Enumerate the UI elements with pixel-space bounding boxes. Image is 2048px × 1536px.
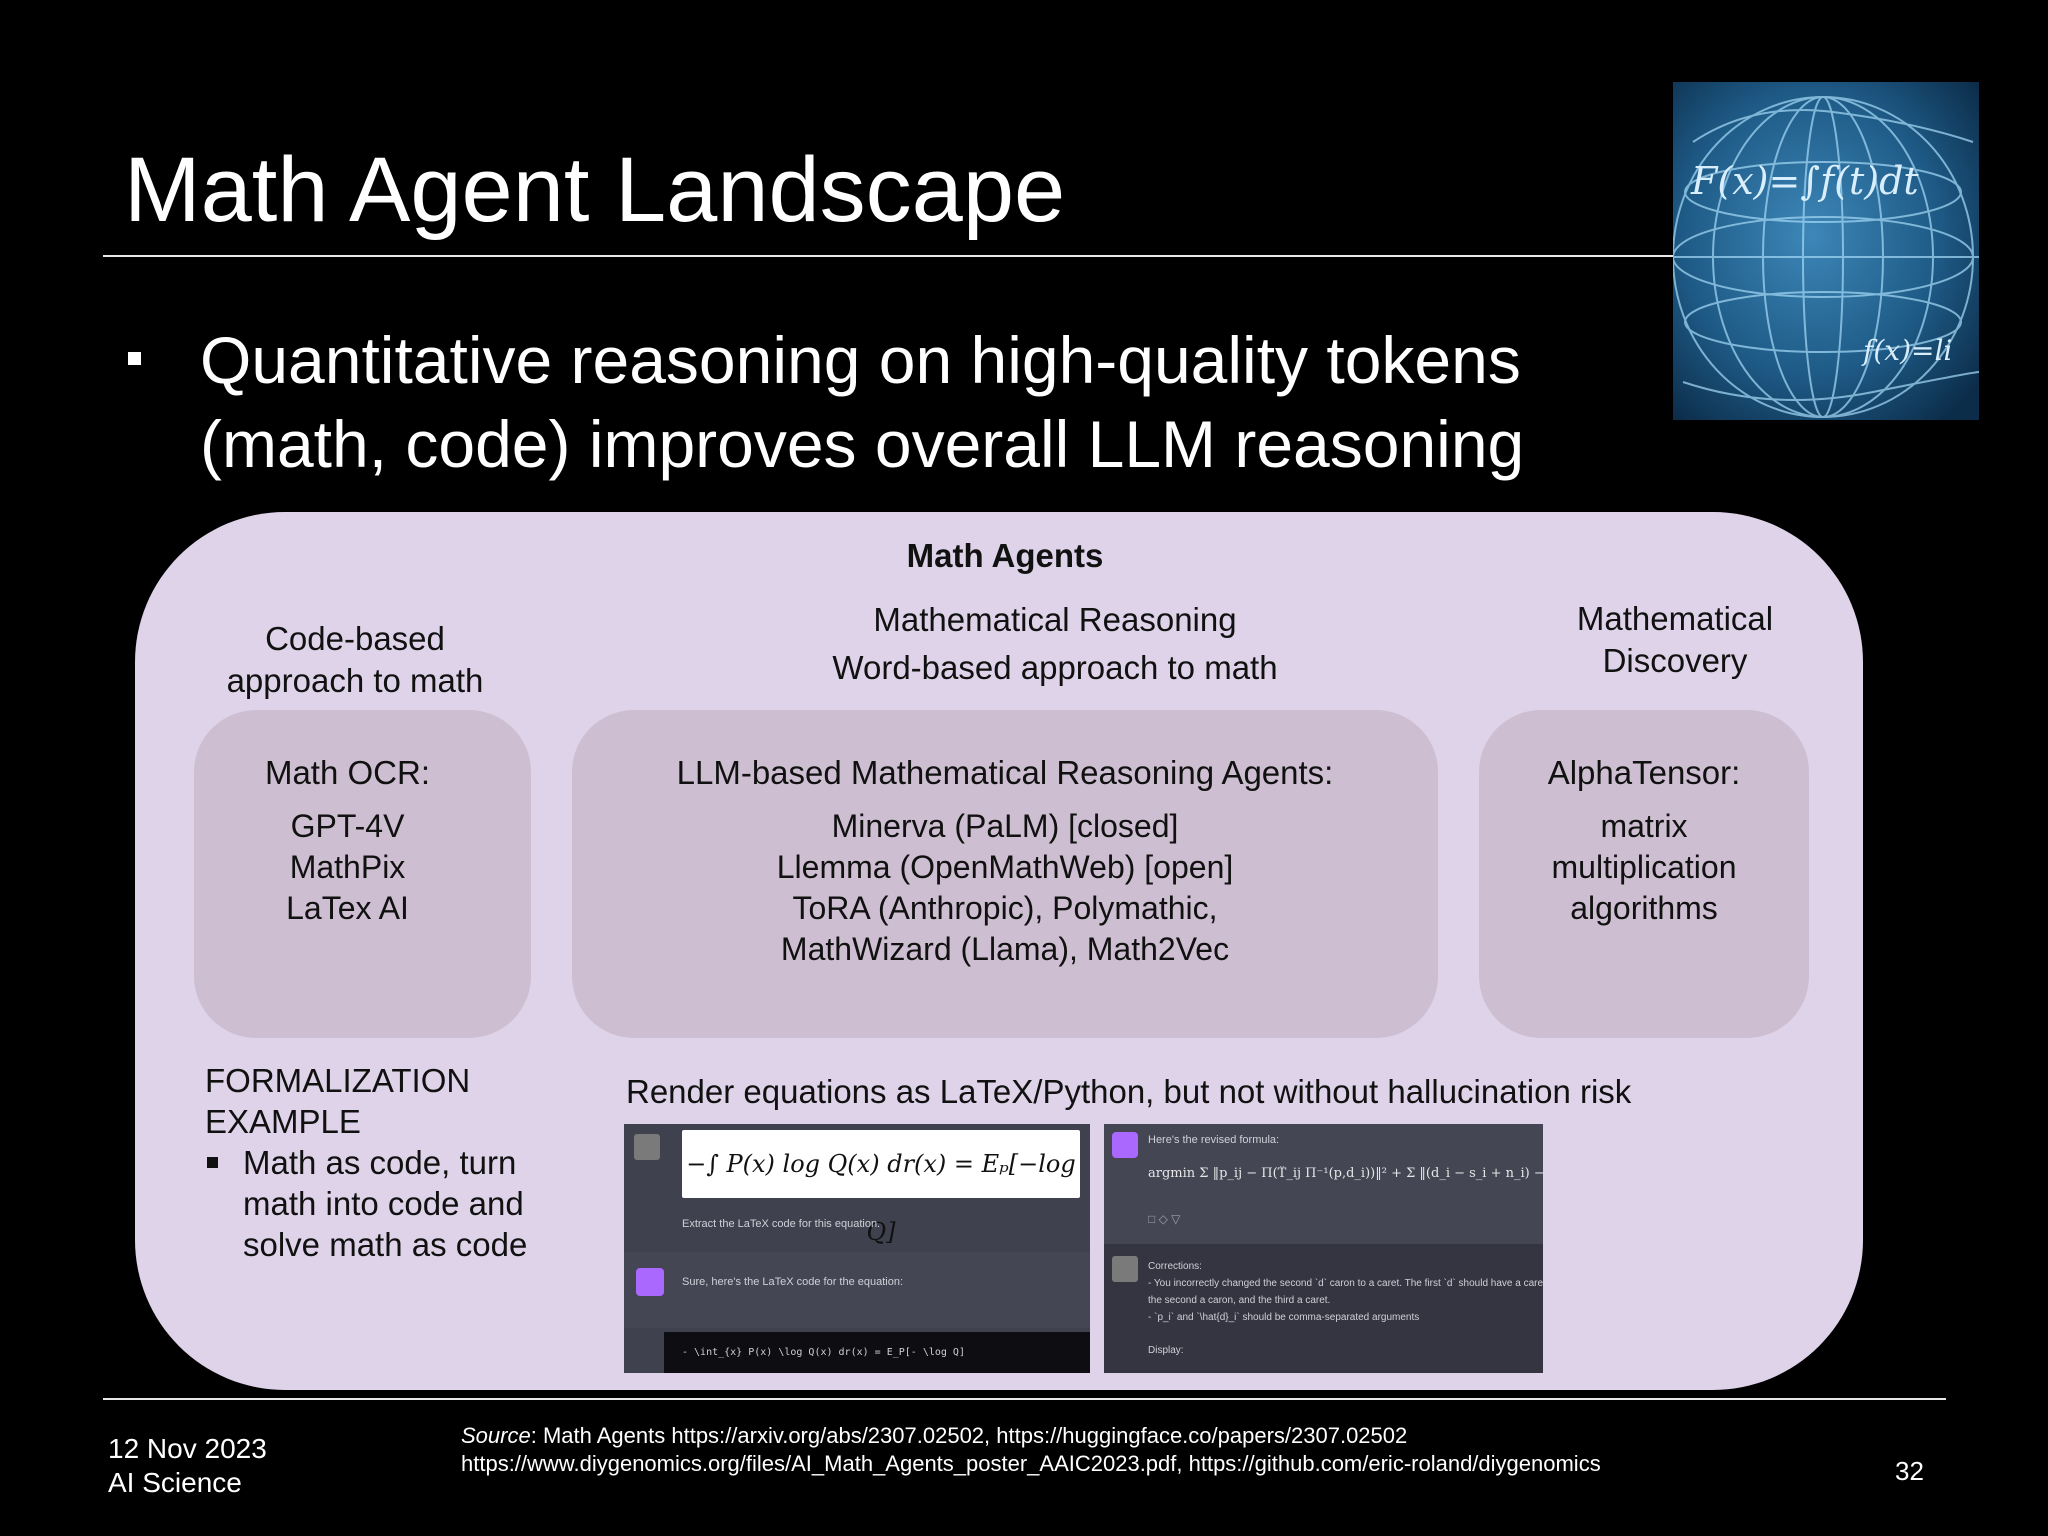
main-bullet-text: Quantitative reasoning on high-quality t… (200, 323, 1525, 481)
latex-chat-screenshot-2: Here's the revised formula: argmin Σ ‖p_… (1104, 1124, 1543, 1373)
globe-formula-2: f(x)=li (1861, 334, 1952, 367)
source-label: Source (461, 1423, 531, 1448)
formalization-bullet: Math as code, turn math into code and so… (205, 1142, 565, 1265)
revised-formula: argmin Σ ‖p_ij − Π(T̂_ij Π⁻¹(p,d_i))‖² +… (1148, 1166, 1543, 1181)
latex-code-block: - \int_{x} P(x) \log Q(x) dr(x) = E_P[- … (664, 1332, 1090, 1373)
col-header-reasoning: Mathematical Reasoning Word-based approa… (832, 601, 1278, 686)
footer-date: 12 Nov 2023 (108, 1433, 267, 1464)
col-header-code: Code-based approach to math (226, 620, 484, 699)
revised-formula-label: Here's the revised formula: (1148, 1134, 1280, 1146)
source-line-1: : Math Agents https://arxiv.org/abs/2307… (530, 1423, 1408, 1448)
alphatensor-box: AlphaTensor: matrix multiplication algor… (1479, 710, 1809, 1038)
alphatensor-list: matrix multiplication algorithms (1551, 808, 1737, 926)
footer-sources: Source: Math Agents https://arxiv.org/ab… (461, 1422, 1601, 1478)
math-agents-panel: Math Agents Code-based approach to math … (135, 512, 1863, 1390)
slide-title: Math Agent Landscape (124, 139, 1066, 241)
llm-agents-list: Minerva (PaLM) [closed] Llemma (OpenMath… (776, 808, 1234, 967)
title-divider (103, 255, 1675, 257)
assistant-avatar-icon-2 (1112, 1132, 1138, 1158)
footer-date-org: 12 Nov 2023 AI Science (108, 1432, 267, 1500)
assistant-avatar-icon (636, 1268, 664, 1296)
llm-reasoning-agents-box: LLM-based Mathematical Reasoning Agents:… (572, 710, 1438, 1038)
page-number: 32 (1895, 1456, 1924, 1486)
corrections-text: Corrections: - You incorrectly changed t… (1148, 1261, 1543, 1356)
latex-chat-screenshot-1: −∫ P(x) log Q(x) dr(x) = Eₚ[−log Q] Extr… (624, 1124, 1090, 1373)
equation-image: −∫ P(x) log Q(x) dr(x) = Eₚ[−log Q] (682, 1130, 1080, 1246)
formalization-bullet-marker (207, 1157, 218, 1168)
llm-agents-title: LLM-based Mathematical Reasoning Agents: (676, 754, 1334, 791)
user-avatar-icon-2 (1112, 1256, 1138, 1282)
user-avatar-icon (634, 1134, 660, 1160)
footer-divider (103, 1398, 1946, 1400)
formalization-example: FORMALIZATION EXAMPLE Math as code, turn… (205, 1060, 565, 1265)
bullet-marker (128, 352, 141, 365)
corrections-row (1104, 1244, 1543, 1373)
feedback-icons[interactable]: □ ◇ ▽ (1148, 1212, 1181, 1226)
math-ocr-list: GPT-4V MathPix LaTex AI (286, 808, 409, 926)
user-prompt-text: Extract the LaTeX code for this equation… (682, 1218, 881, 1230)
math-globe-image: F(x)=∫f(t)dt f(x)=li (1673, 82, 1979, 420)
source-line-2: https://www.diygenomics.org/files/AI_Mat… (461, 1451, 1601, 1476)
assistant-reply-text: Sure, here's the LaTeX code for the equa… (682, 1276, 904, 1288)
col-header-discovery: Mathematical Discovery (1576, 600, 1774, 679)
render-caption: Render equations as LaTeX/Python, but no… (626, 1073, 1632, 1110)
footer-org: AI Science (108, 1467, 242, 1498)
math-ocr-box: Math OCR: GPT-4V MathPix LaTex AI (194, 710, 531, 1038)
alphatensor-title: AlphaTensor: (1547, 754, 1741, 791)
panel-heading: Math Agents (906, 537, 1104, 574)
globe-formula-1: F(x)=∫f(t)dt (1690, 159, 1919, 203)
math-ocr-title: Math OCR: (264, 754, 431, 791)
globe-illustration: F(x)=∫f(t)dt f(x)=li (1673, 82, 1979, 420)
assistant-row (624, 1252, 1090, 1328)
